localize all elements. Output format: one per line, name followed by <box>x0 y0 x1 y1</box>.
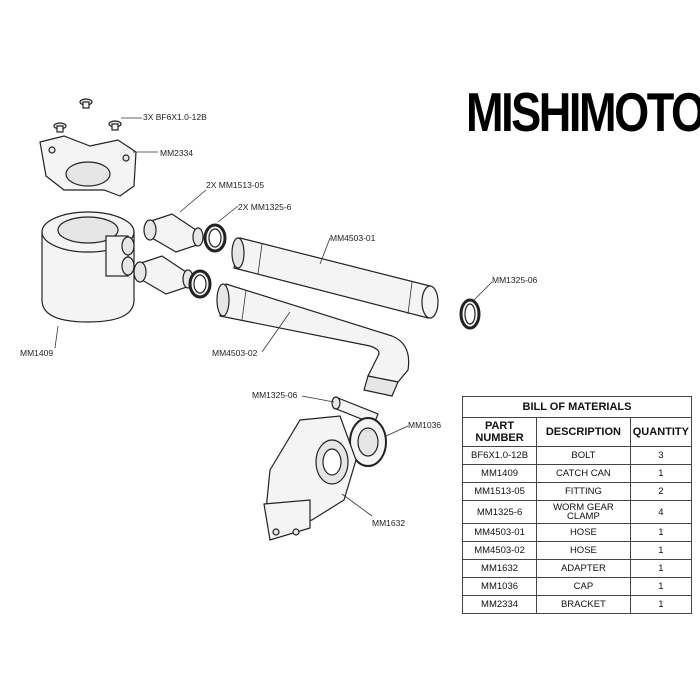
table-row: MM2334 BRACKET 1 <box>461 595 693 614</box>
table-row: BF6X1.0-12B BOLT 3 <box>461 446 693 465</box>
bom-title: BILL OF MATERIALS <box>462 396 692 418</box>
table-row: MM1513-05 FITTING 2 <box>461 482 693 501</box>
clamp-part-2 <box>188 269 212 299</box>
bom-cell-description: HOSE <box>536 523 631 542</box>
bolt-part-2 <box>108 120 122 131</box>
callout-fitting: 2X MM1513-05 <box>206 180 265 190</box>
bom-cell-quantity: 1 <box>629 559 693 578</box>
bom-cell-part: MM1325-6 <box>461 500 538 524</box>
bolt-part-1 <box>79 98 93 109</box>
fitting-part-1 <box>143 213 204 253</box>
callout-bracket: MM2334 <box>160 148 194 158</box>
clamp-part-3 <box>459 298 481 330</box>
bom-cell-part: BF6X1.0-12B <box>461 446 538 465</box>
callout-bolt: 3X BF6X1.0-12B <box>143 112 207 122</box>
table-row: MM4503-02 HOSE 1 <box>461 541 693 560</box>
catch-can-part <box>41 211 135 323</box>
bill-of-materials-table: BILL OF MATERIALS PART NUMBER DESCRIPTIO… <box>461 396 693 614</box>
callout-clamp-top: 2X MM1325-6 <box>238 202 292 212</box>
callout-adapter: MM1632 <box>372 518 406 528</box>
adapter-part <box>263 415 357 541</box>
bom-cell-part: MM1409 <box>461 464 538 483</box>
hose-top-part <box>231 237 439 319</box>
bom-cell-description: ADAPTER <box>536 559 631 578</box>
bom-cell-quantity: 2 <box>629 482 693 501</box>
callout-catch-can: MM1409 <box>20 348 54 358</box>
bom-cell-quantity: 1 <box>629 464 693 483</box>
bom-cell-part: MM1632 <box>461 559 538 578</box>
callout-hose-top: MM4503-01 <box>330 233 376 243</box>
bom-cell-part: MM1513-05 <box>461 482 538 501</box>
bom-cell-part: MM4503-01 <box>461 523 538 542</box>
clamp-part-1 <box>203 223 227 253</box>
bom-cell-quantity: 3 <box>629 446 693 465</box>
bom-cell-description: FITTING <box>536 482 631 501</box>
bom-cell-quantity: 1 <box>629 577 693 596</box>
table-row: MM1632 ADAPTER 1 <box>461 559 693 578</box>
mishimoto-logo: MISHIMOTO <box>466 81 700 143</box>
bom-cell-description: HOSE <box>536 541 631 560</box>
bom-header-description: DESCRIPTION <box>536 417 631 447</box>
bracket-part <box>39 135 137 197</box>
bom-cell-quantity: 1 <box>629 541 693 560</box>
callout-hose-bottom: MM4503-02 <box>212 348 258 358</box>
bom-header-part-number: PART NUMBER <box>461 417 538 447</box>
bom-header-quantity: QUANTITY <box>629 417 693 447</box>
bom-cell-description: CATCH CAN <box>536 464 631 483</box>
bom-cell-part: MM1036 <box>461 577 538 596</box>
bom-cell-description: BRACKET <box>536 595 631 614</box>
bom-cell-quantity: 1 <box>629 523 693 542</box>
bom-cell-part: MM2334 <box>461 595 538 614</box>
bom-cell-description: WORM GEAR CLAMP <box>536 500 631 524</box>
bom-cell-part: MM4503-02 <box>461 541 538 560</box>
bom-cell-quantity: 4 <box>629 500 693 524</box>
table-row: MM1036 CAP 1 <box>461 577 693 596</box>
bom-cell-quantity: 1 <box>629 595 693 614</box>
bom-cell-description: CAP <box>536 577 631 596</box>
callout-clamp-bottom: MM1325-06 <box>252 390 298 400</box>
fitting-part-2 <box>133 255 194 295</box>
hose-bottom-part <box>216 283 410 397</box>
bom-cell-description: BOLT <box>536 446 631 465</box>
table-row: MM1325-6 WORM GEAR CLAMP 4 <box>461 500 693 524</box>
table-row: MM1409 CATCH CAN 1 <box>461 464 693 483</box>
table-row: MM4503-01 HOSE 1 <box>461 523 693 542</box>
bolt-part-3 <box>53 122 67 133</box>
callout-cap: MM1036 <box>408 420 442 430</box>
callout-clamp-right: MM1325-06 <box>492 275 538 285</box>
